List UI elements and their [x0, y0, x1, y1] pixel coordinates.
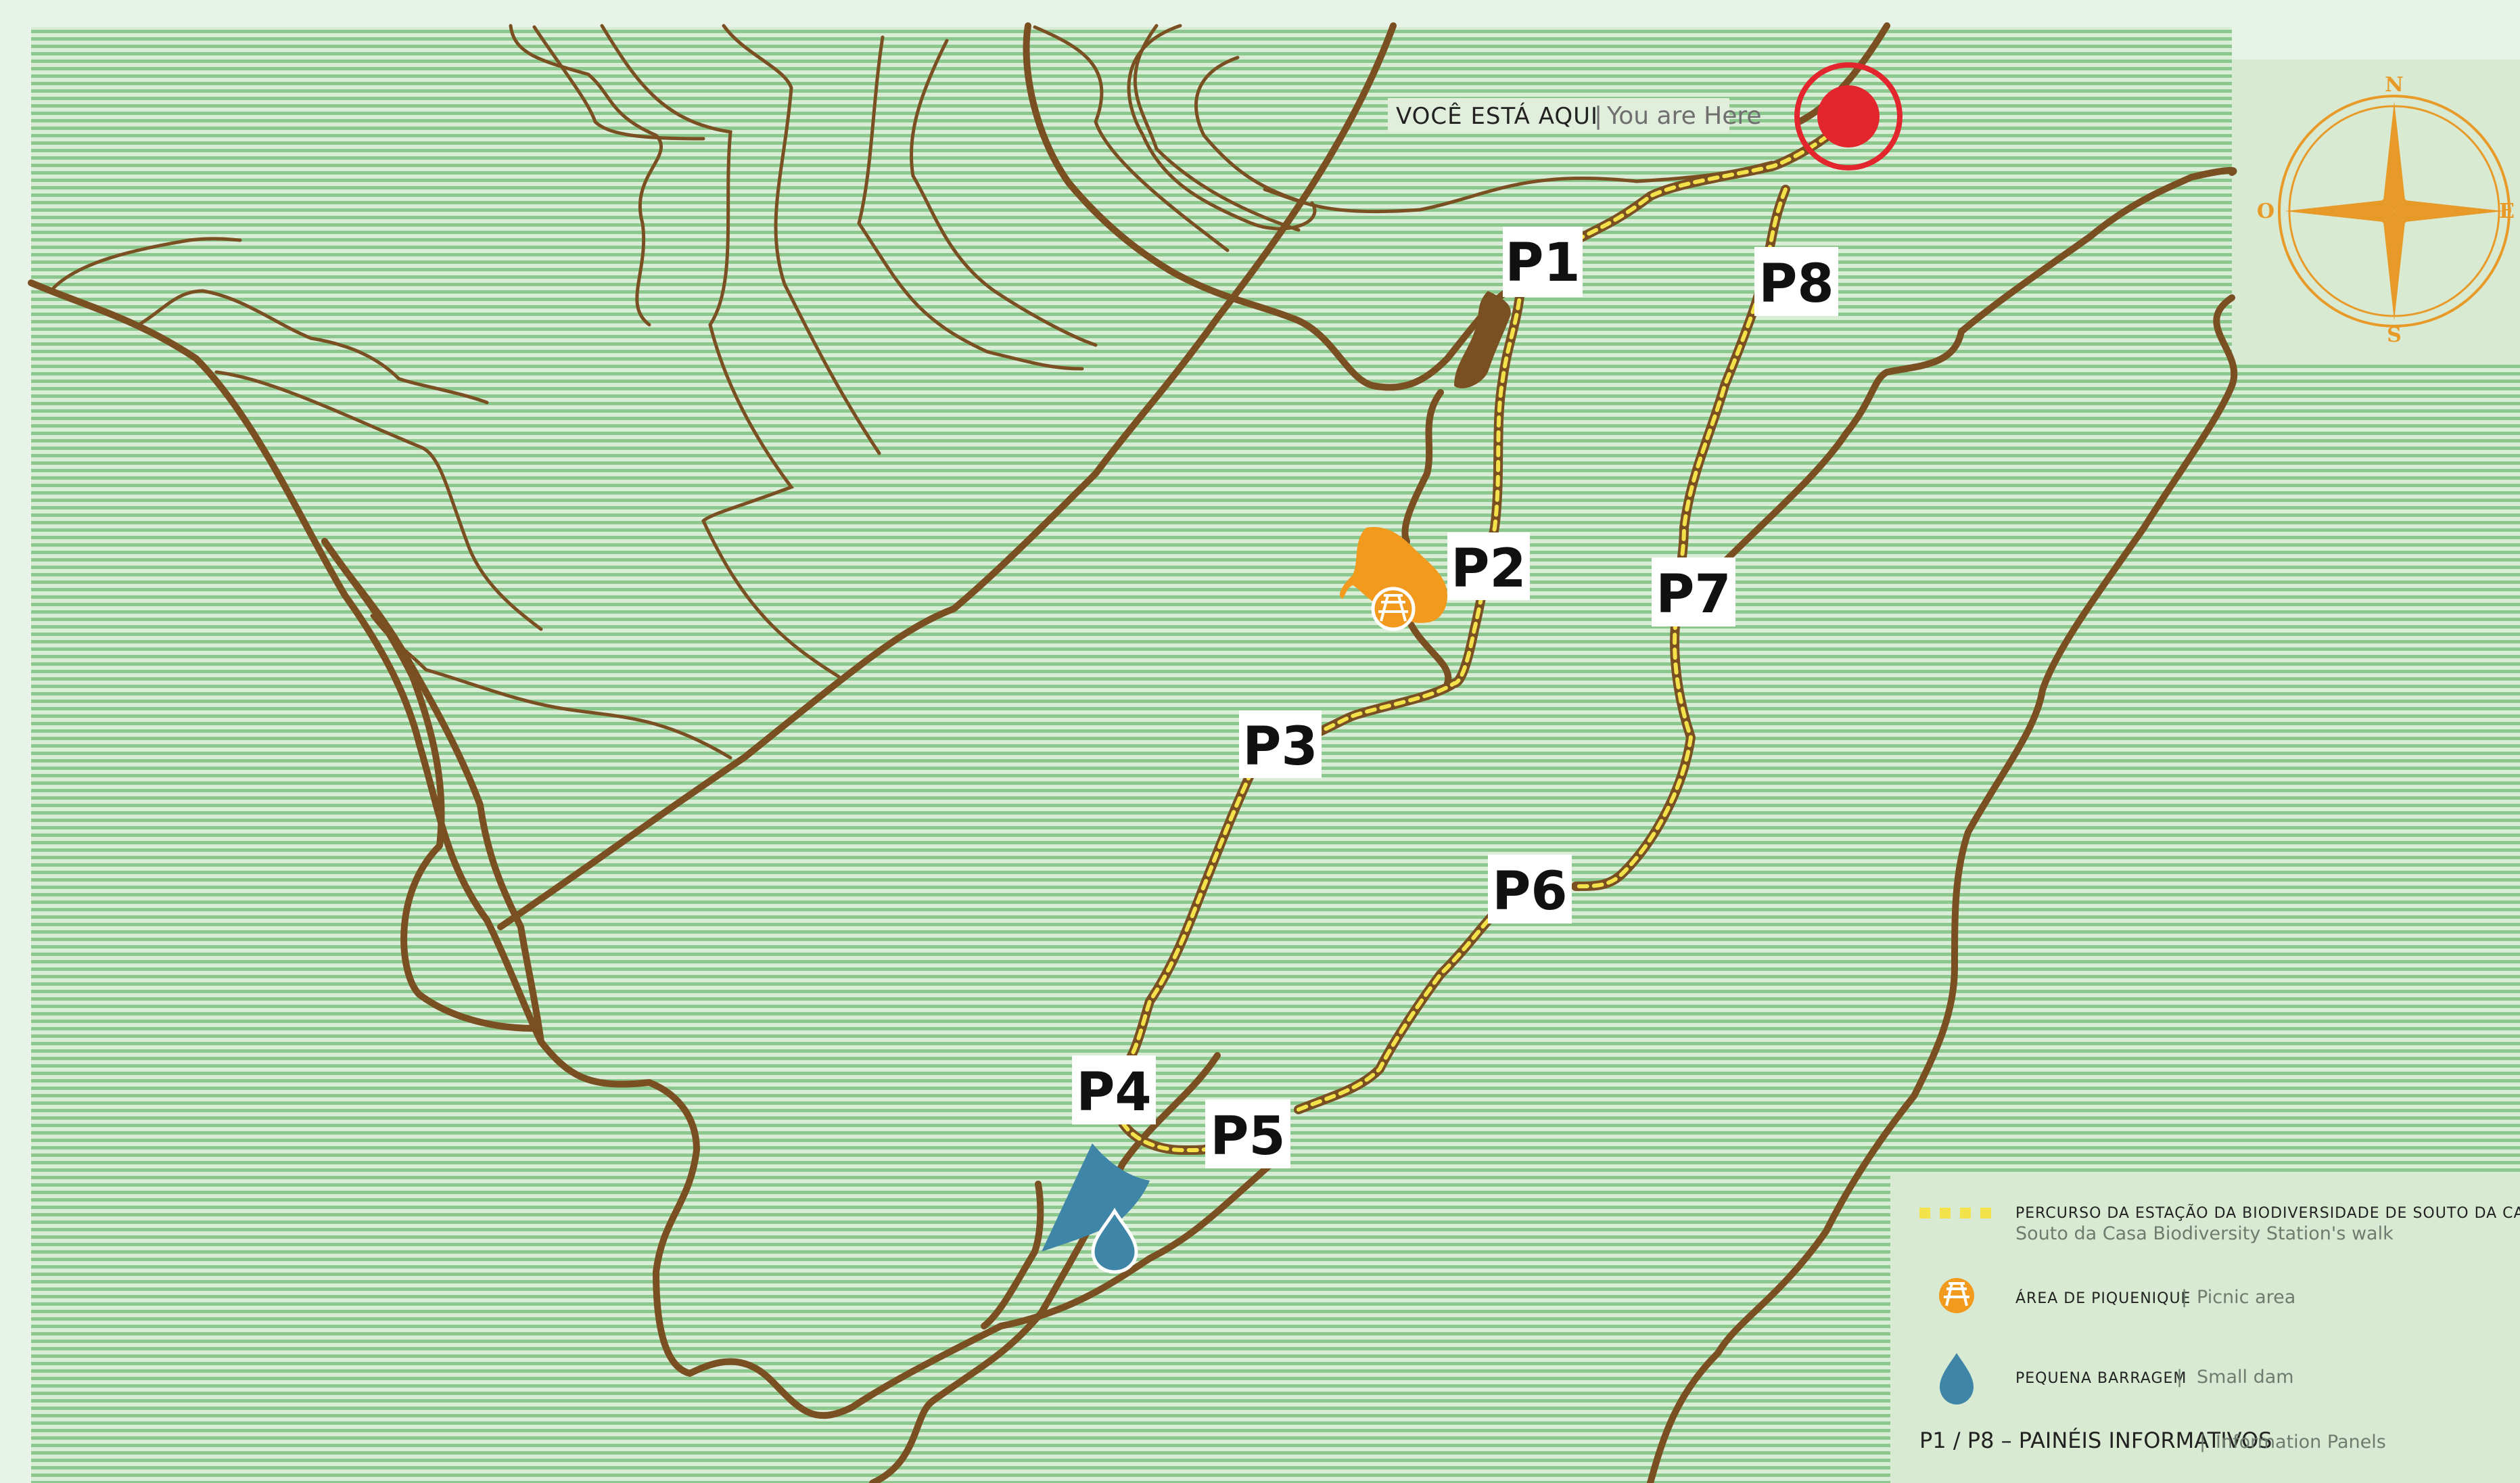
legend-picnic-en: Picnic area	[2197, 1287, 2295, 1308]
panel-p5[interactable]: P5	[1205, 1099, 1290, 1168]
legend-trail-swatch	[1919, 1208, 1991, 1218]
compass-north: N	[2385, 73, 2403, 97]
panel-p3[interactable]: P3	[1239, 710, 1322, 778]
legend-picnic-sep: |	[2181, 1287, 2187, 1308]
panel-p7[interactable]: P7	[1652, 557, 1735, 626]
panel-label: P3	[1242, 716, 1317, 777]
compass-south: S	[2387, 323, 2402, 347]
picnic-area	[1339, 527, 1447, 623]
panel-p8[interactable]: P8	[1754, 247, 1838, 316]
legend-panels-pt: P1 / P8 – PAINÉIS INFORMATIVOS	[1919, 1428, 2272, 1453]
legend-dam-pt: PEQUENA BARRAGEM	[2015, 1370, 2187, 1387]
you-are-here-pt: VOCÊ ESTÁ AQUI	[1396, 102, 1598, 130]
panel-label: P6	[1492, 861, 1567, 922]
contour-lines	[49, 24, 1774, 760]
you-are-here-separator: |	[1594, 102, 1602, 130]
legend-dam-en: Small dam	[2197, 1367, 2294, 1388]
legend-box	[1890, 1174, 2520, 1483]
panel-p1[interactable]: P1	[1503, 227, 1583, 297]
location-target-icon[interactable]	[1794, 62, 1903, 170]
panel-label: P4	[1076, 1062, 1151, 1123]
you-are-here-label: VOCÊ ESTÁ AQUI | You are Here	[1388, 98, 1762, 132]
small-dam	[1042, 1143, 1150, 1252]
legend-walk-en: Souto da Casa Biodiversity Station's wal…	[2015, 1223, 2394, 1244]
panel-label: P5	[1210, 1106, 1285, 1167]
compass-west: O	[2257, 200, 2274, 223]
legend-panels-sep: |	[2199, 1432, 2206, 1453]
you-are-here-en: You are Here	[1606, 102, 1762, 130]
compass-rose-icon	[2278, 95, 2511, 327]
terrain-feature	[1454, 291, 1511, 388]
picnic-table-icon	[1371, 587, 1416, 631]
panel-label: P7	[1656, 564, 1731, 625]
panel-label: P2	[1451, 539, 1526, 599]
panel-label: P8	[1758, 254, 1834, 315]
legend-dam-sep: |	[2176, 1367, 2183, 1388]
panel-p4[interactable]: P4	[1072, 1055, 1156, 1124]
legend-picnic-icon	[1939, 1278, 1974, 1313]
legend-walk-pt: PERCURSO DA ESTAÇÃO DA BIODIVERSIDADE DE…	[2015, 1204, 2520, 1222]
legend-picnic-pt: ÁREA DE PIQUENIQUE	[2015, 1290, 2191, 1307]
compass-east: E	[2499, 200, 2515, 223]
panel-p2[interactable]: P2	[1447, 532, 1530, 600]
roads	[28, 22, 2238, 1483]
legend-dam-icon	[1940, 1353, 1974, 1405]
water-drop-icon	[1091, 1208, 1138, 1274]
legend-panels-en: Information Panels	[2216, 1432, 2386, 1453]
panel-p6[interactable]: P6	[1488, 854, 1572, 923]
legend: PERCURSO DA ESTAÇÃO DA BIODIVERSIDADE DE…	[1919, 1204, 2520, 1453]
panel-label: P1	[1505, 233, 1580, 294]
